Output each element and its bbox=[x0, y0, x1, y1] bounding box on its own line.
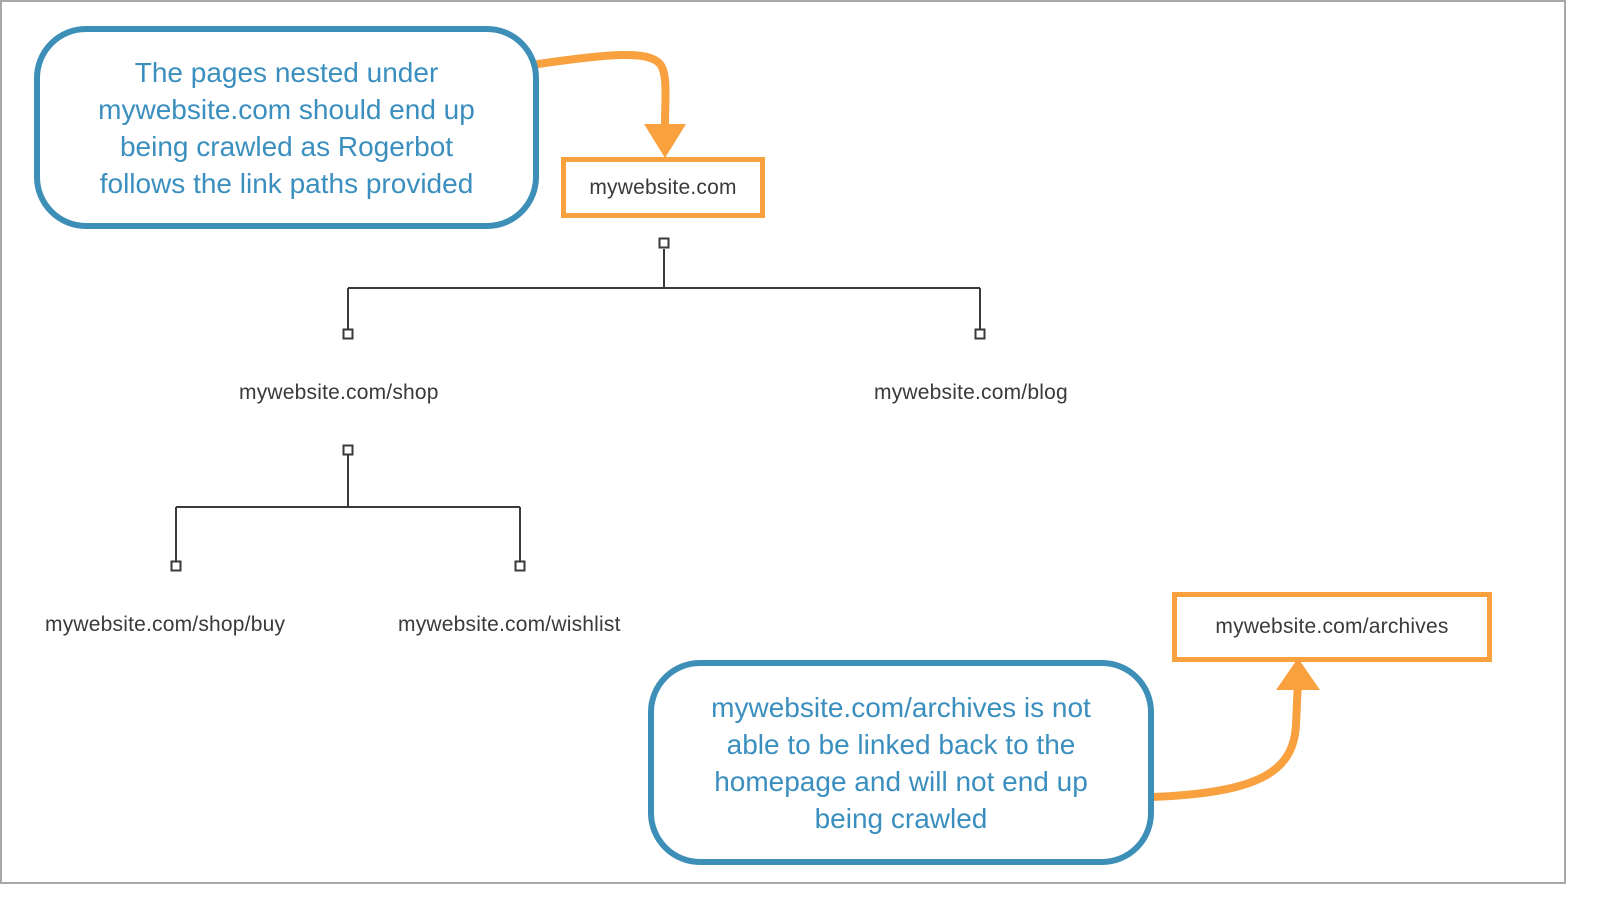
callout-bottom-text: mywebsite.com/archives is not able to be… bbox=[711, 691, 1091, 834]
node-wishlist: mywebsite.com/wishlist bbox=[398, 613, 621, 636]
node-shop: mywebsite.com/shop bbox=[239, 381, 439, 404]
node-root-label: mywebsite.com bbox=[589, 175, 737, 199]
arrow-bottom-path bbox=[1148, 682, 1302, 801]
node-archives-label: mywebsite.com/archives bbox=[1215, 615, 1449, 638]
node-shop-buy: mywebsite.com/shop/buy bbox=[45, 613, 286, 636]
connector-root bbox=[347, 249, 981, 329]
port-buy-top bbox=[170, 560, 182, 572]
arrow-top-path bbox=[534, 51, 670, 128]
node-blog: mywebsite.com/blog bbox=[874, 381, 1068, 404]
node-root: mywebsite.com bbox=[561, 157, 765, 218]
port-blog-top bbox=[974, 328, 986, 340]
arrow-bottom-head bbox=[1276, 658, 1320, 690]
port-shop-bottom bbox=[342, 444, 354, 456]
connector-shop bbox=[175, 454, 521, 561]
callout-top: The pages nested under mywebsite.com sho… bbox=[34, 26, 539, 229]
node-archives: mywebsite.com/archives bbox=[1172, 592, 1492, 662]
arrow-top-head bbox=[644, 124, 686, 158]
port-shop-top bbox=[342, 328, 354, 340]
callout-bottom: mywebsite.com/archives is not able to be… bbox=[648, 660, 1154, 865]
callout-top-text: The pages nested under mywebsite.com sho… bbox=[98, 56, 475, 199]
port-wishlist-top bbox=[514, 560, 526, 572]
port-root-bottom bbox=[658, 237, 670, 249]
